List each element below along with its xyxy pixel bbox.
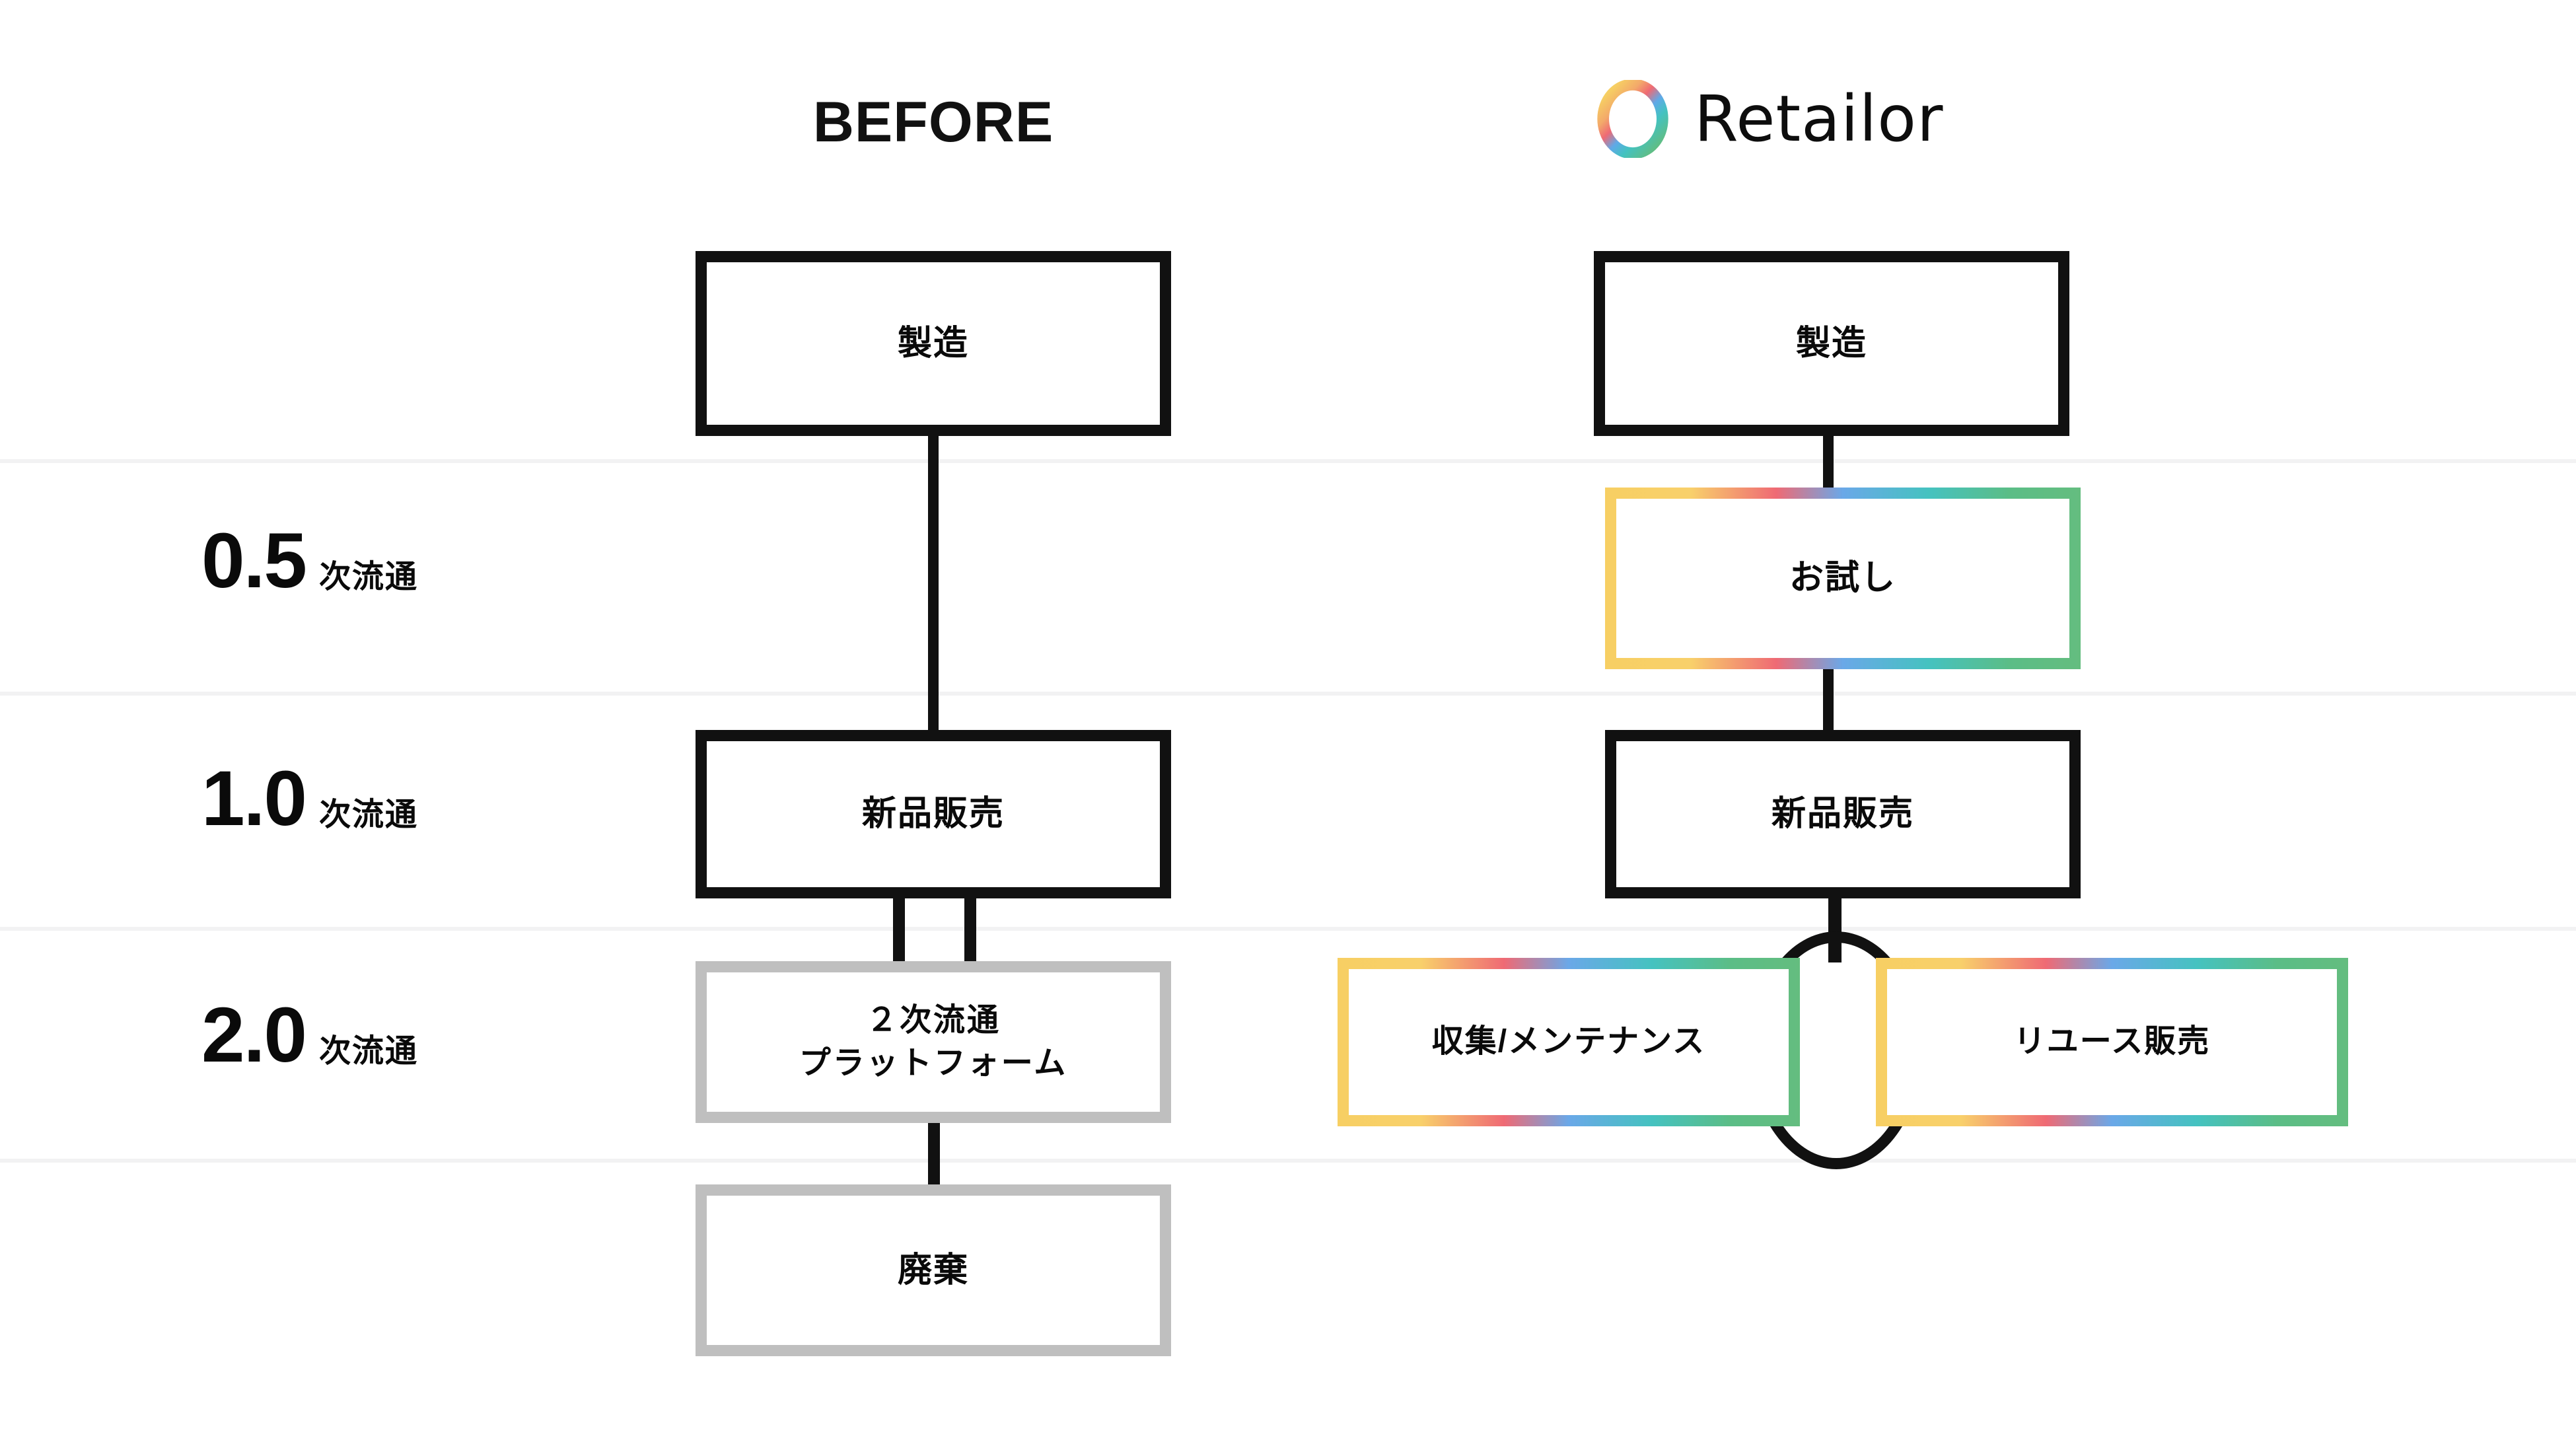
node-label-block: ２次流通 プラットフォーム (799, 999, 1068, 1085)
retailor-brand-header: Retailor (1594, 69, 2175, 168)
after-node-manufacture: 製造 (1594, 251, 2069, 436)
gradient-ring-icon (1597, 80, 1668, 158)
stage-gridline (0, 692, 2576, 696)
stage-gridline (0, 459, 2576, 463)
node-label: 製造 (1795, 324, 1867, 363)
connector-after-manufacture-to-trial (1823, 423, 1834, 499)
brand-wordmark: Retailor (1694, 82, 1944, 156)
stage-number: 2.0 (201, 992, 307, 1079)
stage-label-05: 0.5 次流通 (201, 522, 418, 600)
connector-before-platform-to-disposal (928, 1118, 940, 1191)
stage-label-20: 2.0 次流通 (201, 996, 418, 1074)
node-label-line1: ２次流通 (865, 1002, 1001, 1038)
node-label: 収集/メンテナンス (1431, 1024, 1706, 1060)
stage-gridline (0, 1159, 2576, 1163)
before-column-header: BEFORE (696, 79, 1171, 165)
before-title: BEFORE (812, 91, 1054, 154)
before-node-disposal: 廃棄 (696, 1184, 1171, 1356)
stage-label-10: 1.0 次流通 (201, 760, 418, 838)
node-label: 製造 (897, 324, 969, 363)
before-node-new-sales: 新品販売 (696, 730, 1171, 898)
stage-gridline (0, 927, 2576, 931)
node-label: 新品販売 (1771, 795, 1914, 834)
node-label: 廃棄 (897, 1251, 969, 1289)
before-node-secondary-platform: ２次流通 プラットフォーム (696, 961, 1171, 1123)
after-node-reuse-sales: リユース販売 (1876, 958, 2348, 1126)
after-node-new-sales: 新品販売 (1605, 730, 2081, 898)
connector-before-manufacture-to-newsales (928, 423, 939, 740)
connector-before-newsales-to-platform-right (964, 893, 976, 966)
brand-lockup: Retailor (1594, 80, 1943, 158)
node-label: リユース販売 (2013, 1024, 2211, 1060)
stage-unit: 次流通 (319, 560, 419, 595)
after-node-trial: お試し (1605, 488, 2081, 669)
node-label: お試し (1789, 559, 1896, 598)
connector-after-trial-to-newsales (1823, 661, 1834, 737)
stage-unit: 次流通 (319, 1034, 419, 1069)
stage-number: 0.5 (201, 517, 307, 604)
before-node-manufacture: 製造 (696, 251, 1171, 436)
after-node-collection-maintenance: 収集/メンテナンス (1338, 958, 1800, 1126)
stage-number: 1.0 (201, 755, 307, 842)
connector-before-newsales-to-platform-left (893, 893, 905, 966)
node-label-line2: プラットフォーム (799, 1045, 1068, 1081)
stage-unit: 次流通 (319, 797, 419, 832)
node-label: 新品販売 (861, 795, 1005, 834)
